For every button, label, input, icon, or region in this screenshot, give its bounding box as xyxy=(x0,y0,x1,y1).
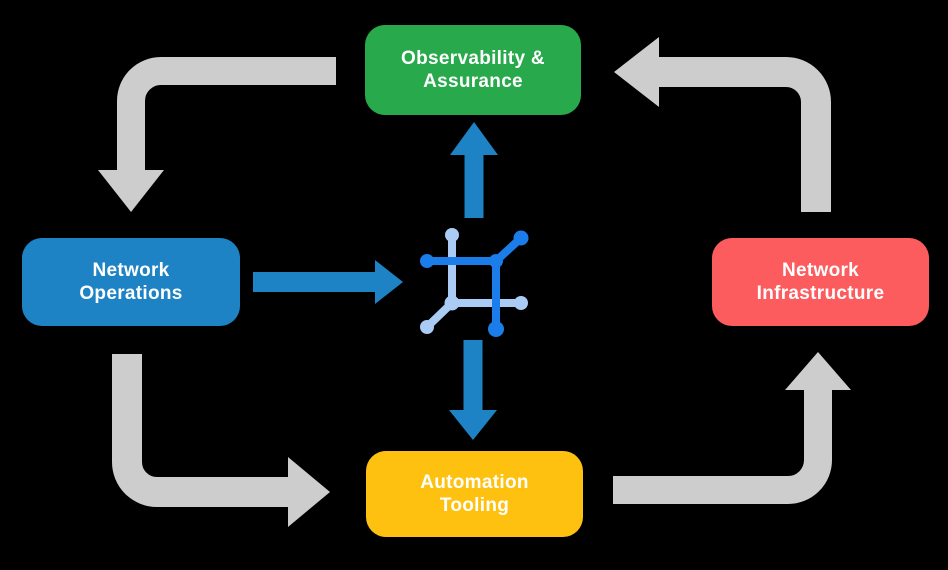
arrow-head-up xyxy=(450,122,498,155)
node-automation-tooling: Automation Tooling xyxy=(366,451,583,537)
icon-node-circle xyxy=(513,230,529,246)
arrow-operations-to-hub xyxy=(253,260,403,304)
network-fabric-icon xyxy=(420,228,529,337)
icon-node-circle xyxy=(420,320,434,334)
icon-node-circle xyxy=(444,295,460,311)
arrow-head-left xyxy=(614,37,659,107)
arrow-hub-to-automation xyxy=(449,340,497,440)
arrow-automation-to-infrastructure xyxy=(613,352,851,504)
icon-node-circle xyxy=(420,254,434,268)
arrow-shaft xyxy=(659,57,831,212)
node-network-operations: Network Operations xyxy=(22,238,240,326)
arrow-shaft xyxy=(112,354,290,507)
arrow-shaft xyxy=(117,57,336,172)
arrow-head-down xyxy=(449,410,497,440)
arrow-operations-to-automation xyxy=(112,354,330,527)
node-label-line2: Assurance xyxy=(423,71,523,92)
icon-dark-links xyxy=(420,230,529,337)
arrow-head-up xyxy=(785,352,851,390)
icon-node-circle xyxy=(445,228,459,242)
node-label-line2: Infrastructure xyxy=(756,283,885,304)
node-label-line1: Observability & xyxy=(401,48,545,69)
icon-node-circle xyxy=(514,296,528,310)
node-observability-assurance: Observability & Assurance xyxy=(365,25,581,115)
arrow-shaft xyxy=(613,390,832,504)
node-label-line1: Automation xyxy=(420,472,529,493)
arrow-infrastructure-to-observability xyxy=(614,37,831,212)
icon-node-circle xyxy=(488,321,504,337)
arrow-observability-to-operations xyxy=(98,57,336,212)
node-label-line1: Network xyxy=(92,260,170,281)
node-network-infrastructure: Network Infrastructure xyxy=(712,238,929,326)
arrow-hub-to-observability xyxy=(450,122,498,218)
arrow-head-right xyxy=(375,260,403,304)
arrow-head-right xyxy=(288,457,330,527)
node-label-line2: Operations xyxy=(79,283,183,304)
node-label-line1: Network xyxy=(781,260,860,281)
arrow-head-down xyxy=(98,170,164,212)
node-label-line2: Tooling xyxy=(439,495,510,516)
icon-node-circle xyxy=(489,254,503,268)
